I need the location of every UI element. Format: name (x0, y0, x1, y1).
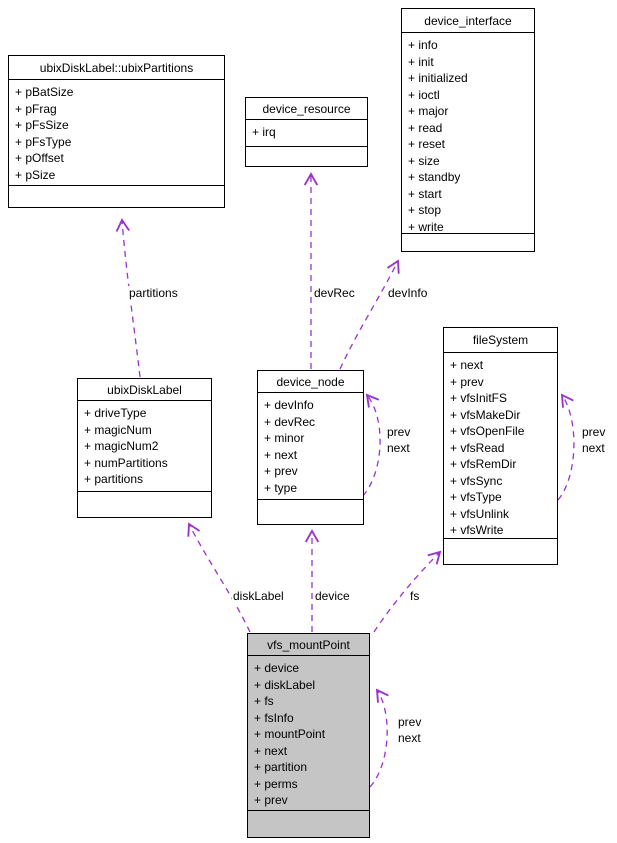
field-row: + vfsRead (450, 440, 505, 455)
field-row: + perms (254, 776, 298, 791)
field-row: + type (264, 480, 298, 495)
field-row: + devRec (264, 414, 316, 429)
field-row: + pOffset (15, 151, 64, 165)
class-footer-filesystem (444, 539, 557, 564)
field-row: + vfsRemDir (450, 457, 517, 471)
class-fields-vfs-mountpoint: + device + diskLabel + fs + fsInfo + mountPo… (248, 656, 369, 811)
field-row: + devInfo (264, 398, 314, 412)
class-footer-ubixpartitions (9, 186, 224, 207)
field-row: + pFsSize (15, 118, 69, 132)
field-row: + write (408, 219, 444, 234)
edge-label-partitions: partitions (128, 286, 179, 301)
class-filesystem[interactable]: fileSystem + next + prev + vfsInitFS + vfsM… (443, 327, 558, 565)
field-row: + next (264, 447, 298, 462)
class-fields-device-node: + devInfo + devRec + minor + next + prev + ty… (258, 393, 363, 500)
field-row: + pBatSize (15, 85, 74, 99)
class-device-resource[interactable]: device_resource + irq (245, 97, 368, 167)
edge-label-device-node-loop: prev next (386, 424, 411, 456)
edge-mountpoint-self-loop (369, 688, 389, 788)
field-row: + vfsUnlink (450, 506, 510, 521)
class-ubixpartitions[interactable]: ubixDiskLabel::ubixPartitions + pBatSize… (8, 55, 225, 208)
field-row: + standby (408, 170, 461, 184)
edge-label-next: next (387, 441, 410, 455)
class-device-node[interactable]: device_node + devInfo + devRec + minor + ne… (257, 370, 364, 525)
field-row: + prev (254, 793, 288, 807)
field-row: + vfsInitFS (450, 391, 508, 405)
edge-label-prev: prev (387, 425, 411, 439)
edge-label-prev: prev (582, 425, 606, 439)
edge-label-disklabel: diskLabel (232, 589, 285, 604)
class-fields-device-resource: + irq (246, 120, 367, 147)
edge-label-filesystem-loop: prev next (581, 424, 606, 456)
class-footer-vfs-mountpoint (248, 811, 369, 837)
edge-device-node-self-loop (362, 393, 381, 497)
field-row: + device (254, 661, 300, 675)
field-row: + pFrag (15, 101, 57, 116)
field-row: + vfsOpenFile (450, 424, 525, 438)
field-row: + prev (264, 464, 298, 478)
class-title-ubixdisklabel: ubixDiskLabel (78, 379, 211, 401)
field-row: + read (408, 120, 443, 135)
class-title-device-node: device_node (258, 371, 363, 393)
field-row: + pSize (15, 167, 56, 182)
class-device-interface[interactable]: device_interface + info + init + initializ… (401, 8, 535, 252)
class-title-filesystem: fileSystem (444, 328, 557, 353)
field-row: + magicNum (84, 422, 152, 437)
class-fields-filesystem: + next + prev + vfsInitFS + vfsMakeDir + vfs… (444, 353, 557, 539)
field-row: + vfsSync (450, 473, 503, 488)
field-row: + partitions (84, 472, 144, 486)
edge-label-next: next (582, 441, 605, 455)
field-row: + vfsMakeDir (450, 407, 521, 422)
field-row: + reset (408, 137, 446, 151)
class-footer-ubixdisklabel (78, 492, 211, 517)
class-fields-ubixdisklabel: + driveType + magicNum + magicNum2 + numPar… (78, 401, 211, 492)
field-row: + irq (252, 125, 276, 139)
class-title-vfs-mountpoint: vfs_mountPoint (248, 634, 369, 656)
field-row: + fsInfo (254, 710, 294, 725)
field-row: + driveType (84, 406, 147, 420)
field-row: + init (408, 54, 434, 69)
field-row: + next (254, 743, 288, 758)
class-fields-device-interface: + info + init + initialized + ioctl + major +… (402, 33, 534, 234)
class-footer-device-resource (246, 147, 367, 166)
field-row: + partition (254, 760, 308, 774)
edge-label-mountpoint-loop: prev next (397, 714, 422, 746)
edge-label-devrec: devRec (313, 286, 356, 301)
edge-disklabel (187, 522, 251, 633)
field-row: + start (408, 186, 442, 201)
field-row: + mountPoint (254, 727, 326, 741)
edge-label-next: next (398, 731, 421, 745)
class-title-device-resource: device_resource (246, 98, 367, 120)
field-row: + initialized (408, 71, 468, 85)
field-row: + vfsWrite (450, 523, 504, 537)
class-footer-device-node (258, 500, 363, 524)
field-row: + fs (254, 694, 274, 708)
field-row: + minor (264, 431, 305, 445)
field-row: + numPartitions (84, 455, 168, 470)
edge-label-fs: fs (409, 589, 421, 604)
field-row: + info (408, 38, 438, 52)
field-row: + ioctl (408, 87, 440, 102)
field-row: + major (408, 104, 449, 118)
edge-label-device: device (314, 589, 351, 604)
class-footer-device-interface (402, 234, 534, 251)
field-row: + magicNum2 (84, 439, 159, 453)
edge-label-devinfo: devInfo (387, 286, 429, 301)
field-row: + prev (450, 374, 484, 389)
field-row: + vfsType (450, 490, 502, 504)
class-title-ubixpartitions: ubixDiskLabel::ubixPartitions (9, 56, 224, 80)
field-row: + next (450, 358, 484, 372)
field-row: + diskLabel (254, 677, 316, 692)
edge-fs (373, 550, 442, 633)
edge-label-prev: prev (398, 715, 422, 729)
class-fields-ubixpartitions: + pBatSize + pFrag + pFsSize + pFsType + pOf… (9, 80, 224, 186)
edge-filesystem-self-loop (557, 393, 575, 501)
edge-devinfo (339, 259, 400, 370)
class-vfs-mountpoint: vfs_mountPoint + device+ diskLabel+ fs+ … (247, 633, 370, 838)
class-ubixdisklabel[interactable]: ubixDiskLabel + driveType + magicNum + mag… (77, 378, 212, 518)
field-row: + stop (408, 203, 442, 217)
field-row: + pFsType (15, 134, 72, 149)
field-row: + size (408, 153, 440, 168)
class-title-device-interface: device_interface (402, 9, 534, 33)
